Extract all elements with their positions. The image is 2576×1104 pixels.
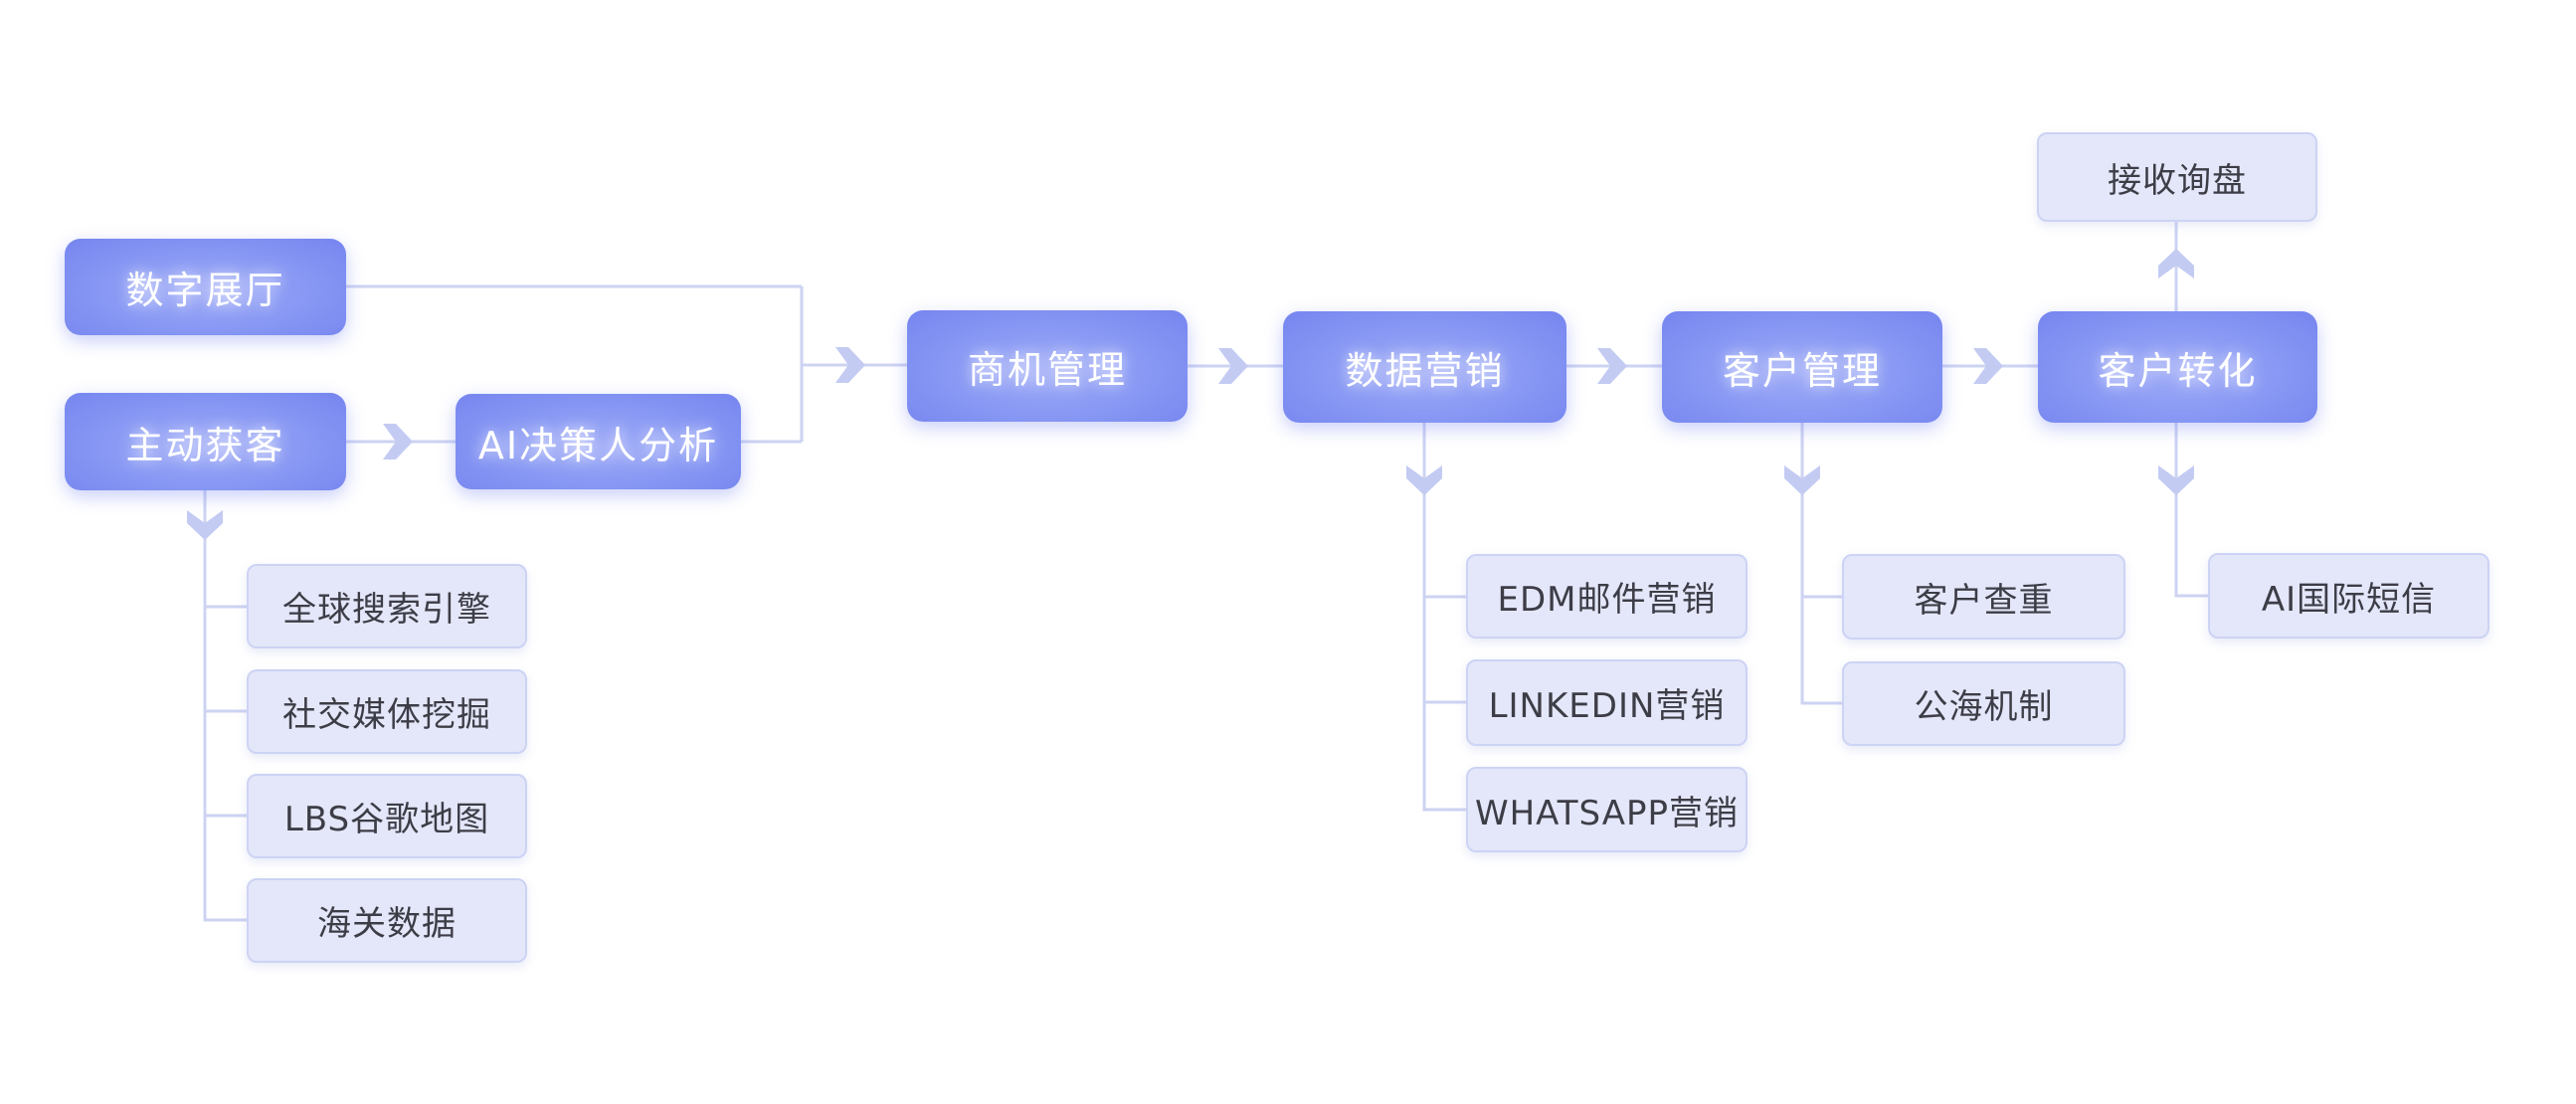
node-linkedin-marketing: LINKEDIN营销 <box>1466 659 1748 746</box>
node-customs-data: 海关数据 <box>247 878 527 963</box>
node-whatsapp-marketing: WHATSAPP营销 <box>1466 767 1748 852</box>
node-customer-management: 客户管理 <box>1662 311 1942 423</box>
connector-conversion-down <box>2174 423 2208 598</box>
node-public-pool-mechanism: 公海机制 <box>1842 661 2125 746</box>
node-data-marketing: 数据营销 <box>1283 311 1566 423</box>
connector-acquisition-trunk <box>203 490 247 922</box>
node-active-acquisition: 主动获客 <box>65 393 346 490</box>
node-ai-international-sms: AI国际短信 <box>2208 553 2489 639</box>
connector-datamkt-trunk <box>1422 423 1466 812</box>
node-digital-showroom: 数字展厅 <box>65 239 346 335</box>
node-lbs-google-maps: LBS谷歌地图 <box>247 774 527 858</box>
node-customer-dedup: 客户查重 <box>1842 554 2125 640</box>
node-global-search-engine: 全球搜索引擎 <box>247 564 527 648</box>
connector-custmgmt-trunk <box>1800 423 1842 705</box>
node-customer-conversion: 客户转化 <box>2038 311 2317 423</box>
node-receive-inquiry: 接收询盘 <box>2037 132 2317 222</box>
node-ai-decision-maker-analysis: AI决策人分析 <box>456 394 741 489</box>
node-opportunity-management: 商机管理 <box>907 310 1188 422</box>
node-edm-email-marketing: EDM邮件营销 <box>1466 554 1748 639</box>
node-social-media-mining: 社交媒体挖掘 <box>247 669 527 754</box>
